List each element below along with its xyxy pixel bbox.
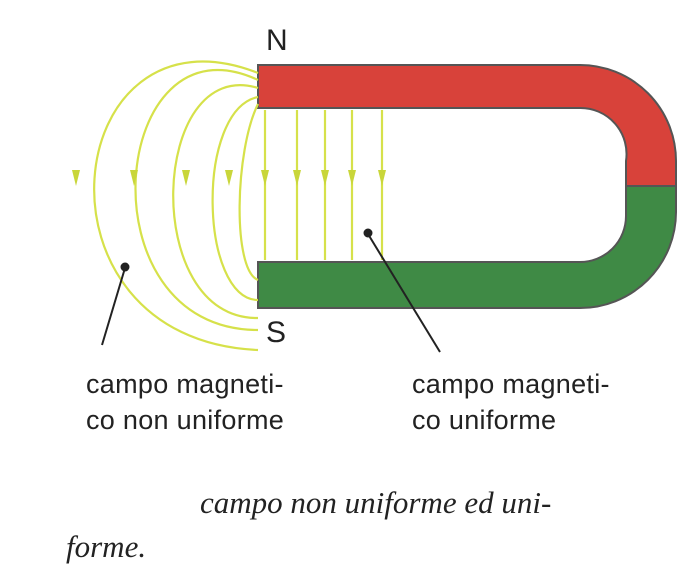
caption-line-1: campo non uniforme ed uni- <box>200 485 552 520</box>
arrowhead <box>130 170 138 186</box>
north-pole-label: N <box>266 24 288 57</box>
field-arrowheads <box>72 170 386 186</box>
non-uniform-field-lines <box>93 60 259 352</box>
arrowhead <box>261 170 269 186</box>
field-line-outer-5 <box>238 103 259 282</box>
leader-dot-non-uniform <box>120 262 130 272</box>
arrowhead <box>293 170 301 186</box>
field-line-outer-3 <box>172 84 259 320</box>
field-line-outer-4 <box>211 95 259 302</box>
leader-dot-uniform <box>363 228 373 238</box>
leader-uniform <box>367 233 441 353</box>
leader-lines <box>101 228 441 353</box>
arrowhead <box>348 170 356 186</box>
arrowhead <box>225 170 233 186</box>
leader-non-uniform <box>101 267 126 346</box>
non-uniform-field-label: campo magneti- co non uniforme <box>86 366 284 438</box>
uniform-label-line-1: campo magneti- <box>412 369 610 399</box>
non-uniform-label-line-1: campo magneti- <box>86 369 284 399</box>
south-pole-arm <box>257 185 677 309</box>
uniform-label-line-2: co uniforme <box>412 405 557 435</box>
field-line-outer-1 <box>93 60 259 352</box>
uniform-field-label: campo magneti- co uniforme <box>412 366 610 438</box>
uniform-field-lines <box>263 110 384 260</box>
non-uniform-label-line-2: co non uniforme <box>86 405 285 435</box>
north-pole-arm <box>257 64 677 187</box>
arrowhead <box>378 170 386 186</box>
south-pole-label: S <box>266 316 287 349</box>
arrowhead <box>72 170 80 186</box>
arrowhead <box>182 170 190 186</box>
caption-line-2: forme. <box>66 529 147 564</box>
arrowhead <box>321 170 329 186</box>
